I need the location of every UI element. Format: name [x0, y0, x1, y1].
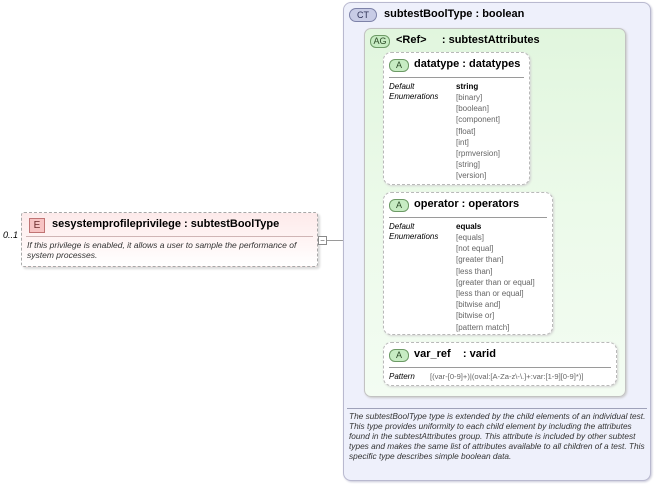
enumeration-item: [rpmversion] [456, 149, 501, 159]
complex-type-documentation: The subtestBoolType type is extended by … [349, 411, 646, 461]
attribute-group-badge: AG [370, 35, 390, 48]
attribute-divider [389, 367, 611, 368]
element-badge: E [29, 218, 45, 233]
attribute-operator[interactable]: A operator : operators Default Enumerati… [383, 192, 553, 335]
enumeration-list: [equals] [not equal] [greater than] [les… [456, 232, 535, 333]
enumerations-label: Enumerations [389, 232, 439, 241]
enumerations-label: Enumerations [389, 92, 439, 101]
pattern-value: [(var-[0-9]+)|(oval:[A-Za-z\-\.]+:var:[1… [430, 372, 584, 381]
attribute-var-ref[interactable]: A var_ref : varid Pattern [(var-[0-9]+)|… [383, 342, 617, 386]
default-label: Default [389, 82, 415, 91]
default-value: string [456, 82, 479, 91]
attribute-group-title: <Ref> : subtestAttributes [396, 34, 540, 46]
element-documentation: If this privilege is enabled, it allows … [27, 240, 297, 260]
enumeration-item: [int] [456, 137, 469, 147]
enumeration-item: [bitwise or] [456, 311, 495, 321]
attribute-badge: A [389, 349, 409, 362]
enumeration-item: [component] [456, 115, 501, 125]
attribute-divider [389, 77, 524, 78]
attribute-badge: A [389, 199, 409, 212]
enumeration-item: [equals] [456, 233, 485, 242]
default-label: Default [389, 222, 415, 231]
enumeration-item: [less than or equal] [456, 289, 524, 299]
element-box[interactable]: E sesystemprofileprivilege : subtestBool… [21, 212, 318, 267]
enumeration-item: [float] [456, 126, 476, 136]
element-title: sesystemprofileprivilege : subtestBoolTy… [52, 218, 280, 230]
enumeration-item: [binary] [456, 93, 483, 102]
attribute-badge: A [389, 59, 409, 72]
expand-toggle-icon[interactable]: − [318, 236, 327, 245]
enumeration-item: [greater than] [456, 255, 504, 265]
enumeration-item: [pattern match] [456, 322, 510, 332]
default-value: equals [456, 222, 482, 231]
enumeration-item: [boolean] [456, 104, 489, 114]
attribute-title: datatype : datatypes [414, 58, 521, 70]
attribute-divider [389, 217, 547, 218]
enumeration-item: [not equal] [456, 244, 494, 254]
pattern-label: Pattern [389, 372, 415, 381]
element-divider [26, 236, 313, 237]
enumeration-item: [greater than or equal] [456, 277, 535, 287]
enumeration-item: [string] [456, 160, 481, 170]
enumeration-item: [less than] [456, 266, 493, 276]
enumeration-list: [binary] [boolean] [component] [float] [… [456, 92, 500, 182]
cardinality-label: 0..1 [3, 230, 19, 240]
attribute-title: var_ref : varid [414, 348, 496, 360]
complex-type-divider [347, 408, 647, 409]
attribute-title: operator : operators [414, 198, 520, 210]
attribute-datatype[interactable]: A datatype : datatypes Default Enumerati… [383, 52, 530, 185]
complex-type-title: subtestBoolType : boolean [384, 8, 525, 20]
complex-type-badge: CT [349, 8, 377, 22]
enumeration-item: [bitwise and] [456, 300, 501, 310]
connector-element-to-type [322, 240, 343, 241]
enumeration-item: [version] [456, 171, 487, 181]
